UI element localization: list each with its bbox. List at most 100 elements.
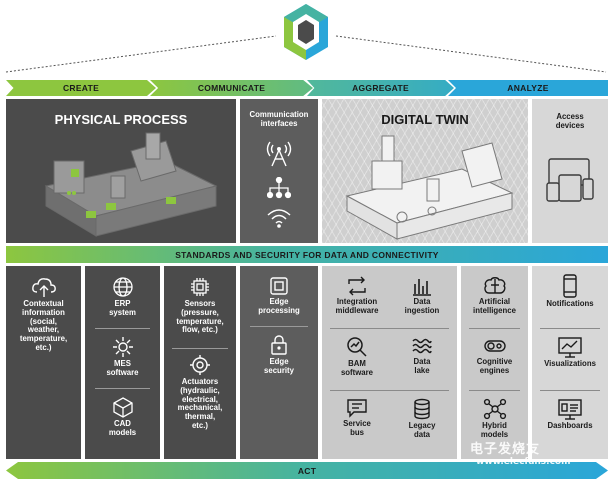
data-ingestion-item: Data ingestion bbox=[389, 276, 455, 316]
edge-security-label: Edge security bbox=[264, 357, 294, 375]
gear-icon bbox=[112, 337, 133, 357]
database-icon bbox=[414, 398, 430, 420]
roof-outline bbox=[5, 35, 607, 73]
integration-label: Integration middleware bbox=[335, 297, 379, 315]
bam-label: BAM software bbox=[340, 359, 374, 377]
data-lake-label: Data lake bbox=[413, 357, 431, 375]
cog-icon bbox=[190, 355, 210, 375]
network-hierarchy-icon bbox=[267, 177, 291, 199]
elecfans-watermark: 电子发烧友 www.elecfans.com bbox=[430, 438, 610, 468]
actuators-label: Actuators (hydraulic, electrical, mechan… bbox=[177, 377, 223, 430]
cognitive-label: Cognitive engines bbox=[476, 357, 513, 375]
mes-label: MES software bbox=[106, 359, 139, 377]
chip-icon bbox=[191, 278, 209, 296]
integration-item: Integration middleware bbox=[324, 276, 390, 316]
notifications-item: Notifications bbox=[532, 274, 608, 309]
sensors-item: Sensors (pressure, temperature, flow, et… bbox=[164, 276, 236, 335]
digital-twin-title: DIGITAL TWIN bbox=[381, 112, 469, 127]
phase-analyze: ANALYZE bbox=[448, 80, 608, 96]
cube-icon bbox=[112, 397, 133, 418]
analyze-panel: Artificial intelligence Cognitive engine… bbox=[461, 266, 528, 459]
contextual-label: Contextual information (social, weather,… bbox=[19, 299, 68, 352]
actuators-item: Actuators (hydraulic, electrical, mechan… bbox=[164, 354, 236, 431]
data-lake-item: Data lake bbox=[389, 336, 455, 376]
communication-interfaces-title: Communication interfaces bbox=[249, 110, 309, 128]
aggregate-panel: Integration middleware Data ingestion BA… bbox=[322, 266, 457, 459]
molecule-icon bbox=[483, 398, 506, 420]
antenna-icon bbox=[266, 141, 292, 167]
service-bus-item: Service bus bbox=[324, 398, 390, 438]
monitor-chart-icon bbox=[558, 337, 582, 358]
sensors-label: Sensors (pressure, temperature, flow, et… bbox=[176, 299, 224, 335]
erp-item: ERP system bbox=[85, 276, 160, 318]
cognitive-item: Cognitive engines bbox=[461, 336, 528, 376]
divider bbox=[540, 328, 600, 329]
divider bbox=[172, 348, 228, 349]
divider bbox=[330, 390, 449, 391]
divider bbox=[95, 328, 150, 329]
access-devices-panel: Access devices bbox=[532, 99, 608, 243]
outputs-panel: Notifications Visualizations Dashboards bbox=[532, 266, 608, 459]
phone-icon bbox=[563, 274, 577, 298]
waves-icon bbox=[412, 338, 432, 354]
physical-process-title: PHYSICAL PROCESS bbox=[54, 112, 188, 127]
communication-panel: Communication interfaces bbox=[240, 99, 318, 243]
legacy-data-item: Legacy data bbox=[389, 398, 455, 440]
cad-label: CAD models bbox=[108, 419, 137, 437]
contextual-item: Contextual information (social, weather,… bbox=[6, 276, 81, 353]
erp-label: ERP system bbox=[109, 299, 136, 317]
edge-security-item: Edge security bbox=[240, 334, 318, 376]
wifi-icon bbox=[267, 209, 291, 228]
bar-chart-icon bbox=[413, 279, 431, 296]
message-box-icon bbox=[347, 399, 367, 418]
phase-communicate: COMMUNICATE bbox=[150, 80, 313, 96]
visualizations-label: Visualizations bbox=[544, 359, 596, 368]
mes-item: MES software bbox=[85, 336, 160, 378]
visualizations-item: Visualizations bbox=[532, 336, 608, 369]
exchange-arrows-icon bbox=[348, 276, 366, 296]
contextual-panel: Contextual information (social, weather,… bbox=[6, 266, 81, 459]
ai-item: Artificial intelligence bbox=[461, 276, 528, 316]
divider bbox=[540, 390, 600, 391]
frame-icon bbox=[270, 277, 288, 295]
devices-icon bbox=[546, 158, 594, 202]
edge-processing-item: Edge processing bbox=[240, 276, 318, 316]
engine-icon bbox=[483, 340, 506, 352]
act-bar: ACT bbox=[6, 462, 608, 479]
factory-machine-icon bbox=[44, 132, 218, 237]
ai-label: Artificial intelligence bbox=[473, 297, 516, 315]
edge-panel: Edge processing Edge security bbox=[240, 266, 318, 459]
globe-icon bbox=[112, 277, 133, 297]
padlock-icon bbox=[271, 335, 287, 355]
cube-logo-icon bbox=[284, 4, 328, 60]
dashboards-item: Dashboards bbox=[532, 398, 608, 431]
standards-security-bar: STANDARDS AND SECURITY FOR DATA AND CONN… bbox=[6, 246, 608, 263]
hybrid-label: Hybrid models bbox=[480, 421, 509, 439]
cloud-icon bbox=[31, 278, 56, 297]
divider bbox=[469, 328, 520, 329]
brain-icon bbox=[483, 277, 505, 294]
digital-twin-machine-icon bbox=[345, 135, 514, 240]
service-bus-label: Service bus bbox=[343, 419, 371, 437]
phase-aggregate: AGGREGATE bbox=[307, 80, 454, 96]
dashboards-label: Dashboards bbox=[547, 421, 593, 430]
phase-create: CREATE bbox=[6, 80, 156, 96]
magnifier-icon bbox=[347, 337, 367, 357]
dashboard-icon bbox=[558, 399, 582, 420]
divider bbox=[469, 390, 520, 391]
watermark-url: www.elecfans.com bbox=[476, 457, 571, 467]
hybrid-item: Hybrid models bbox=[461, 398, 528, 440]
data-ingestion-label: Data ingestion bbox=[404, 297, 440, 315]
divider bbox=[95, 388, 150, 389]
notifications-label: Notifications bbox=[546, 299, 594, 308]
divider bbox=[250, 326, 308, 327]
legacy-data-label: Legacy data bbox=[408, 421, 436, 439]
cad-item: CAD models bbox=[85, 396, 160, 438]
watermark-title: 电子发烧友 bbox=[470, 442, 541, 457]
divider bbox=[330, 328, 449, 329]
edge-processing-label: Edge processing bbox=[258, 297, 300, 315]
bam-item: BAM software bbox=[324, 336, 390, 378]
enterprise-systems-panel: ERP system MES software CAD models bbox=[85, 266, 160, 459]
physical-process-panel: PHYSICAL PROCESS bbox=[6, 99, 236, 243]
digital-twin-panel: DIGITAL TWIN bbox=[322, 99, 528, 243]
